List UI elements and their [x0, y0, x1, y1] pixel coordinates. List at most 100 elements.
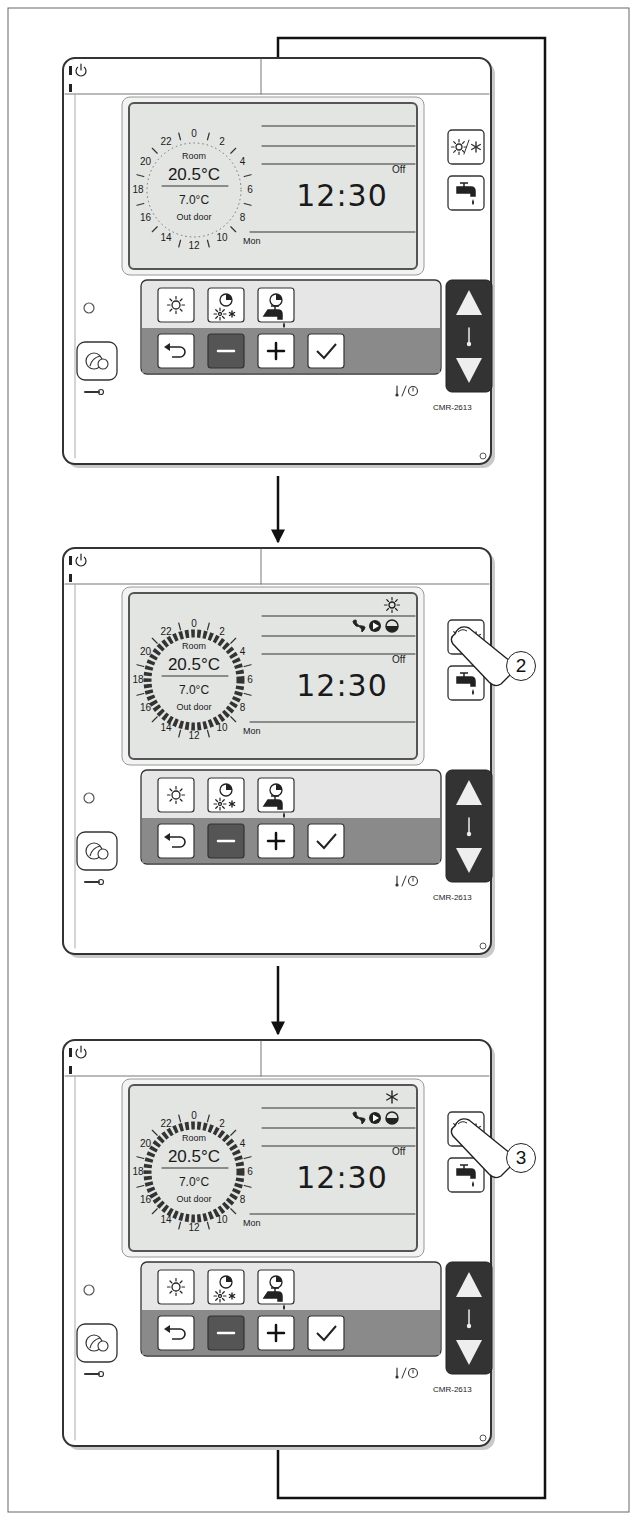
drawing-part	[467, 1324, 471, 1328]
drawing-part	[207, 730, 209, 737]
drawing-part	[162, 1168, 228, 1169]
drawing-part	[467, 342, 471, 346]
drawing-part	[141, 770, 441, 864]
drawing-part	[224, 1295, 227, 1296]
drawing-part	[168, 347, 185, 357]
drawing-part	[170, 789, 172, 791]
drawing-part	[396, 609, 398, 611]
lcd-text: Room	[182, 1134, 206, 1143]
controller-panel: CMR-2613Room20.5°C7.0°COut doorOff12:30M…	[63, 58, 493, 468]
drawing-part	[216, 1298, 218, 1300]
drawing-part	[180, 789, 182, 791]
drawing-part	[258, 1270, 294, 1304]
drawing-part	[244, 1185, 251, 1187]
lcd-text: 7.0°C	[179, 1176, 209, 1188]
drawing-part	[386, 1118, 398, 1124]
drawing-part	[258, 778, 294, 812]
drawing-part	[472, 145, 481, 150]
drawing-part	[270, 784, 282, 796]
drawing-part	[216, 310, 218, 312]
drawing-part	[276, 294, 282, 300]
finger	[451, 627, 514, 686]
drawing-part	[162, 676, 228, 677]
drawing-part	[262, 1108, 415, 1109]
drawing-part	[396, 386, 397, 394]
drawing-part	[158, 1316, 194, 1350]
controller-panel: CMR-2613Room20.5°C7.0°COut doorOff12:30M…	[63, 548, 493, 958]
drawing-part	[99, 880, 104, 885]
drawing-part	[69, 66, 72, 75]
drawing-part	[385, 604, 388, 605]
drawing-part	[229, 313, 234, 316]
drawing-part	[179, 1115, 181, 1122]
drawing-part	[164, 833, 170, 841]
drawing-part	[168, 1329, 185, 1339]
drawing-part	[219, 803, 222, 806]
drawing-part	[182, 794, 185, 795]
drawing-part	[373, 623, 379, 630]
drawing-part	[395, 1375, 398, 1378]
drawing-part	[175, 787, 176, 790]
drawing-part	[452, 146, 455, 147]
lcd-text: 20.5°C	[168, 656, 220, 673]
drawing-part	[207, 623, 209, 630]
drawing-part	[152, 638, 157, 643]
drawing-part	[456, 780, 482, 805]
drawing-part	[142, 328, 440, 373]
drawing-part	[158, 824, 194, 858]
drawing-part	[208, 1316, 244, 1350]
drawing-part	[456, 358, 482, 383]
drawing-part	[208, 778, 244, 812]
drawing-part	[244, 175, 251, 177]
drawing-part	[264, 306, 282, 319]
drawing-part	[458, 1122, 467, 1124]
drawing-part	[369, 620, 381, 632]
outer-frame	[8, 8, 629, 1512]
drawing-part	[98, 359, 108, 369]
drawing-part	[317, 344, 336, 358]
drawing-part	[152, 227, 157, 232]
drawing-part	[283, 322, 285, 328]
drawing-part	[80, 554, 81, 560]
drawing-part	[397, 604, 400, 605]
drawing-part	[353, 1112, 365, 1124]
lcd-text: 20.5°C	[168, 166, 220, 183]
drawing-part	[387, 600, 389, 602]
drawing-part	[152, 717, 157, 722]
drawing-part	[69, 84, 72, 92]
drawing-part	[402, 386, 406, 396]
lcd-text: 7.0°C	[179, 684, 209, 696]
clock-hour: 16	[140, 213, 151, 223]
drawing-part	[386, 626, 398, 632]
drawing-part	[172, 791, 180, 799]
drawing-part	[179, 1222, 181, 1229]
lcd-text: 20.5°C	[168, 1148, 220, 1165]
drawing-part	[275, 1325, 278, 1341]
drawing-part	[454, 142, 456, 144]
drawing-part	[168, 304, 171, 305]
clock-hour: 6	[247, 1167, 253, 1177]
drawing-part	[308, 1316, 344, 1350]
drawing-part	[283, 812, 285, 818]
drawing-part	[413, 388, 414, 391]
drawing-part	[250, 232, 415, 233]
clock-hour: 18	[132, 185, 143, 195]
drawing-part	[472, 145, 481, 150]
drawing-part	[175, 1293, 176, 1296]
clock-hour: 8	[240, 213, 246, 223]
drawing-part	[182, 304, 185, 305]
controller-panel: CMR-2613Room20.5°C7.0°COut doorOff12:30M…	[63, 1040, 493, 1450]
drawing-part	[207, 240, 209, 247]
drawing-part	[480, 943, 486, 949]
drawing-part	[148, 634, 241, 727]
drawing-part	[391, 610, 392, 613]
drawing-part	[218, 350, 234, 353]
drawing-part	[231, 227, 236, 232]
drawing-part	[472, 1181, 474, 1187]
drawing-part	[164, 1325, 170, 1333]
drawing-part	[164, 343, 170, 351]
drawing-part	[402, 1368, 406, 1378]
clock-hour: 16	[140, 703, 151, 713]
drawing-part	[467, 832, 471, 836]
drawing-part	[179, 240, 181, 247]
